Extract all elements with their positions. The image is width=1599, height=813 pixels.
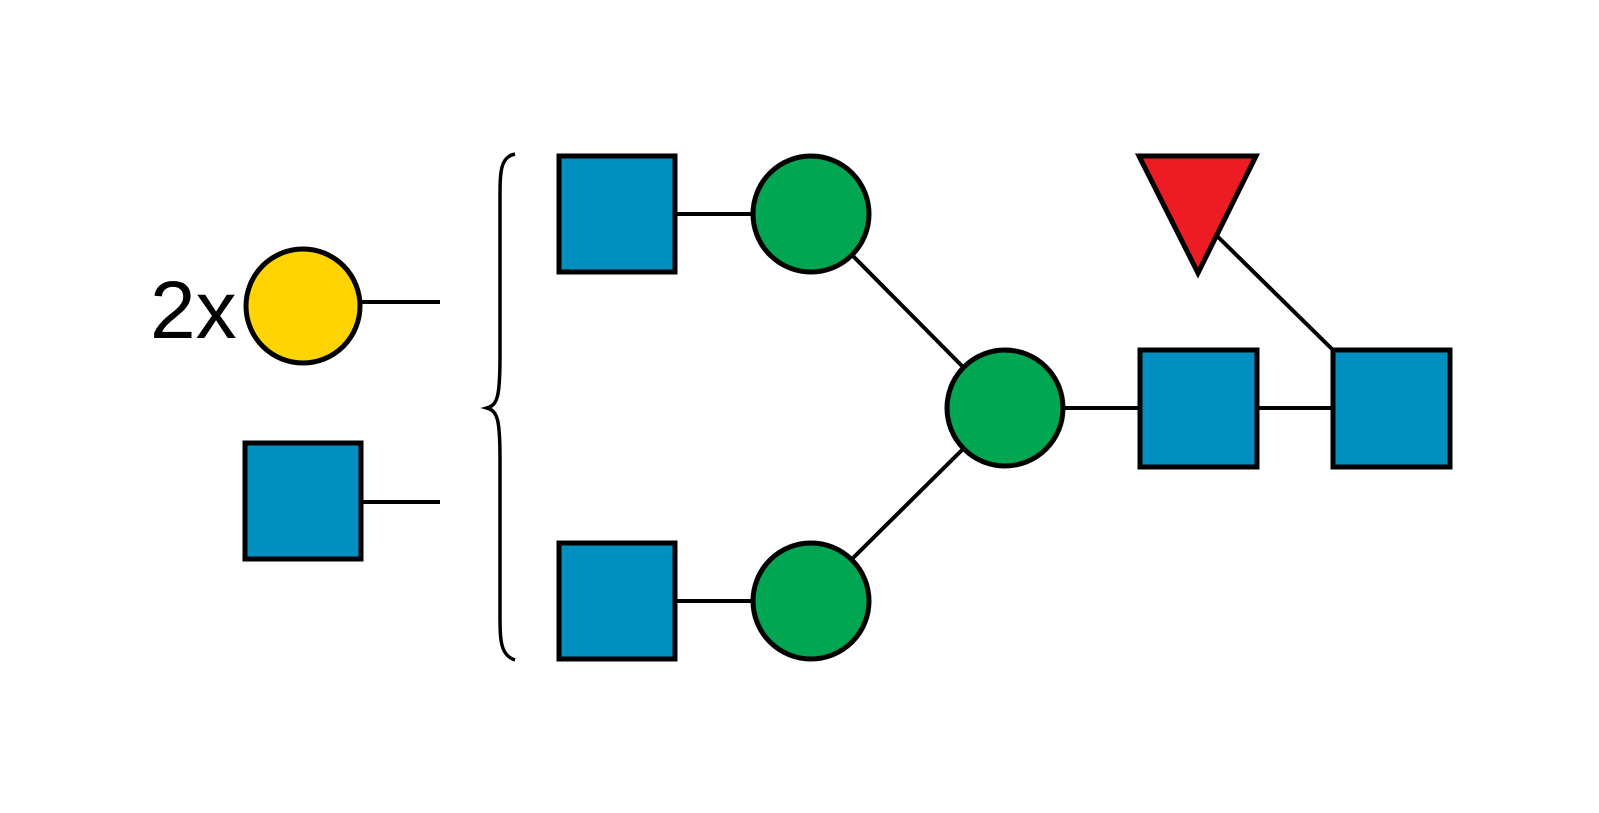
- glcnac-core-inner-icon: [1137, 347, 1260, 470]
- antenna-brace: [480, 152, 516, 662]
- linkage-mannose-upper-to-mannose-core: [848, 251, 966, 370]
- mannose-upper-icon: [750, 153, 872, 275]
- glcnac-icon: [242, 440, 364, 562]
- glcnac-upper-antenna-icon: [556, 153, 678, 275]
- glcnac-core-reducing-icon: [1330, 347, 1453, 470]
- mannose-core-icon: [944, 347, 1066, 469]
- fucose-icon: [1134, 153, 1261, 279]
- antenna-count-label: 2x: [150, 265, 237, 356]
- mannose-lower-icon: [750, 540, 872, 662]
- galactose-icon: [243, 246, 363, 366]
- linkage-fucose-to-glcnac-core-reducing: [1210, 229, 1338, 355]
- linkage-mannose-lower-to-mannose-core: [848, 446, 966, 563]
- glcnac-lower-antenna-icon: [556, 540, 678, 662]
